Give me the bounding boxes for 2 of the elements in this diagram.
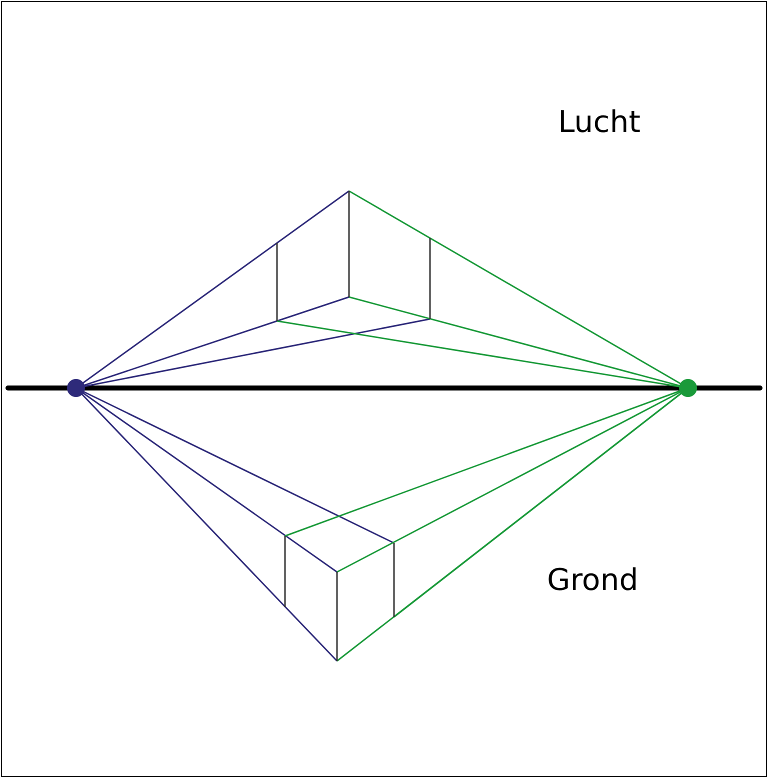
region-label: Lucht — [558, 108, 640, 138]
region-label: Grond — [547, 566, 638, 596]
